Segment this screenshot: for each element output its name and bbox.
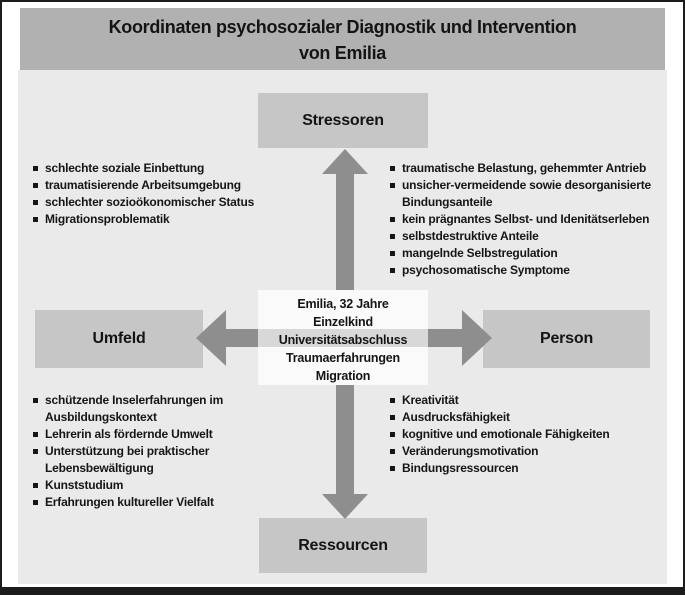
figure-title-line2: von Emilia: [298, 43, 387, 63]
arrow-right-icon: [462, 310, 492, 366]
list-person-stressoren: traumatische Belastung, gehemmter Antrie…: [389, 160, 671, 279]
arrow-up-shaft: [336, 172, 354, 290]
arrow-down-icon: [322, 494, 368, 519]
arrow-right-shaft: [428, 329, 462, 347]
list-item: schützende Inselerfahrungen im Ausbildun…: [32, 392, 290, 426]
list-person-ressourcen: Kreativität Ausdrucksfähigkeit kognitive…: [389, 392, 671, 477]
list-item: Veränderungsmotivation: [389, 443, 671, 460]
node-stressoren: Stressoren: [258, 93, 428, 148]
list-item: Kreativität: [389, 392, 671, 409]
list-item: kognitive und emotionale Fähigkeiten: [389, 426, 671, 443]
node-ressourcen: Ressourcen: [259, 518, 427, 573]
list-item: traumatisierende Arbeitsumgebung: [32, 177, 304, 194]
center-band: [258, 329, 428, 347]
node-umfeld: Umfeld: [35, 310, 203, 368]
center-line: Migration: [315, 369, 371, 383]
list-item: psychosomatische Symptome: [389, 262, 671, 279]
list-item: Unterstützung bei praktischer Lebensbewä…: [32, 443, 290, 477]
list-item: traumatische Belastung, gehemmter Antrie…: [389, 160, 671, 177]
center-line: Emilia, 32 Jahre: [297, 297, 389, 311]
figure-title-line1: Koordinaten psychosozialer Diagnostik un…: [108, 17, 577, 37]
center-line: Einzelkind: [313, 315, 373, 329]
list-item: selbstdestruktive Anteile: [389, 228, 671, 245]
list-item: schlechte soziale Einbettung: [32, 160, 304, 177]
list-item: Lehrerin als fördernde Umwelt: [32, 426, 290, 443]
list-item: schlechter sozioökonomischer Status: [32, 194, 304, 211]
list-item: Migrationsproblematik: [32, 211, 304, 228]
center-line: Universitätsabschluss: [278, 333, 408, 347]
center-line: Traumaerfahrungen: [286, 351, 400, 365]
arrow-down-shaft: [336, 385, 354, 495]
list-umfeld-stressoren: schlechte soziale Einbettung traumatisie…: [32, 160, 304, 228]
list-item: Bindungsressourcen: [389, 460, 671, 477]
arrow-left-icon: [196, 310, 226, 366]
arrow-up-icon: [322, 149, 368, 174]
list-umfeld-ressourcen: schützende Inselerfahrungen im Ausbildun…: [32, 392, 290, 511]
list-item: kein prägnantes Selbst- und Idenitätserl…: [389, 211, 671, 228]
arrow-left-shaft: [225, 329, 258, 347]
list-item: Kunststudium: [32, 477, 290, 494]
diagram-panel: Stressoren Umfeld Person Ressourcen Emil…: [18, 70, 667, 584]
list-item: unsicher-vermeidende sowie desorganisier…: [389, 177, 671, 211]
list-item: Ausdrucksfähigkeit: [389, 409, 671, 426]
list-item: Erfahrungen kultureller Vielfalt: [32, 494, 290, 511]
figure-title: Koordinaten psychosozialer Diagnostik un…: [20, 8, 665, 72]
list-item: mangelnde Selbstregulation: [389, 245, 671, 262]
node-person: Person: [483, 310, 650, 368]
center-case-box: Emilia, 32 Jahre Einzelkind Universitäts…: [258, 290, 428, 385]
